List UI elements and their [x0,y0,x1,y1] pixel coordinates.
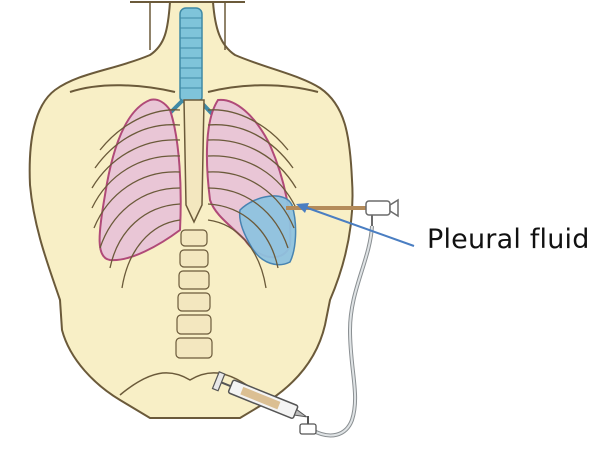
pleural-fluid-label: Pleural fluid [427,224,590,255]
sternum [184,100,204,222]
three-way-stopcock [300,416,316,434]
